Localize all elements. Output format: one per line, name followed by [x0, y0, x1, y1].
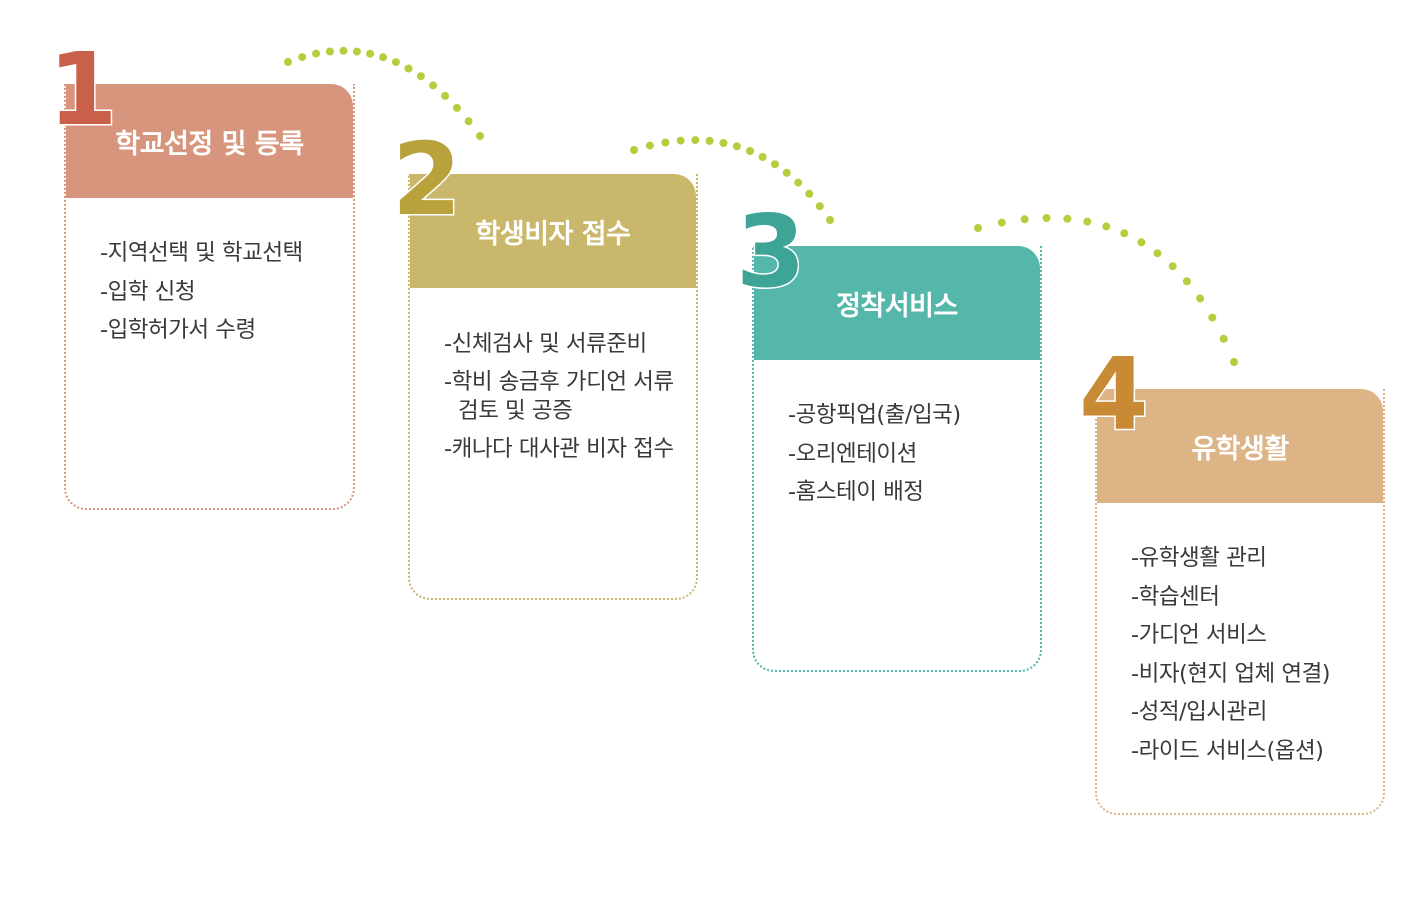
arc-3-dot [1120, 229, 1129, 238]
arc-3-dot [1219, 334, 1228, 343]
arc-2-dot [691, 136, 700, 145]
step-2-item: -캐나다 대사관 비자 접수 [444, 435, 674, 462]
step-2-title: 학생비자 접수 [475, 218, 631, 250]
arc-2-dot [705, 136, 714, 145]
arc-2-dot [732, 142, 741, 151]
arc-3-dot [1020, 215, 1029, 224]
step-3-number: 3 [735, 193, 808, 310]
arc-3-dot [1208, 313, 1217, 322]
arc-1-dot [339, 46, 348, 55]
arc-1-dot [379, 53, 388, 62]
arc-2-dot [746, 147, 754, 155]
arc-2-dot [758, 153, 767, 161]
arc-2-dot [630, 146, 638, 154]
step-4-item: -비자(현지 업체 연결) [1131, 660, 1331, 687]
arc-2-dot [826, 216, 834, 224]
arc-3-dot [1042, 214, 1051, 222]
step-2-number: 2 [391, 121, 464, 238]
arc-3-dot [1196, 294, 1205, 303]
arc-1-dot [284, 58, 292, 66]
arc-3-dot [974, 224, 982, 232]
step-1-items: -지역선택 및 학교선택 -입학 신청 -입학허가서 수령 [100, 234, 345, 350]
arc-2-dot [661, 138, 670, 147]
arc-2-dot [719, 139, 728, 147]
step-4-items: -유학생활 관리 -학습센터 -가디언 서비스 -비자(현지 업체 연결) -성… [1131, 539, 1375, 770]
arc-1-dot [312, 49, 321, 58]
arc-1-dot [441, 91, 450, 100]
arc-1-dot [366, 49, 375, 58]
step-2-header: 학생비자 접수 [410, 174, 696, 288]
step-4-number: 4 [1078, 336, 1151, 453]
arc-1-dot [429, 81, 438, 90]
step-2-items: -신체검사 및 서류준비 -학비 송금후 가디언 서류 검토 및 공증 -캐나다… [444, 325, 684, 468]
arc-1-dot [416, 72, 425, 81]
step-4-item: -유학생활 관리 [1131, 545, 1267, 571]
arc-1-dot [391, 58, 400, 67]
arc-1-dot [464, 117, 473, 126]
step-3-items: -공항픽업(출/입국) -오리엔테이션 -홈스테이 배정 [788, 396, 1032, 512]
arc-2-dot [782, 168, 791, 177]
step-3-card: 정착서비스 -공항픽업(출/입국) -오리엔테이션 -홈스테이 배정 [752, 246, 1042, 672]
arc-2-dot [815, 202, 824, 211]
arc-1-dot [452, 103, 461, 112]
arc-3-dot [1137, 238, 1146, 247]
arc-2-dot [645, 141, 654, 150]
step-3-item: -오리엔테이션 [788, 440, 917, 467]
step-3-header: 정착서비스 [754, 246, 1040, 360]
arc-3-dot [1063, 214, 1072, 223]
step-1-number: 1 [47, 31, 120, 148]
arc-3-dot [1153, 249, 1162, 258]
arc-3-dot [997, 218, 1006, 227]
arc-1-dot [404, 64, 413, 73]
arc-3-dot [1182, 277, 1191, 286]
step-4-header: 유학생활 [1097, 389, 1383, 503]
step-1-item: -입학허가서 수령 [100, 317, 256, 343]
step-4-item: -학습센터 [1131, 583, 1220, 610]
step-3-item: -공항픽업(출/입국) [788, 402, 961, 428]
arc-1-dot [325, 47, 334, 56]
arc-1-dot [476, 132, 484, 140]
step-4-item: -가디언 서비스 [1131, 622, 1267, 648]
step-4-title: 유학생활 [1191, 433, 1289, 465]
step-1-title: 학교선정 및 등록 [115, 128, 304, 160]
step-2-item: -신체검사 및 서류준비 [444, 331, 647, 357]
step-4-item: -라이드 서비스(옵션) [1131, 737, 1324, 764]
step-3-item: -홈스테이 배정 [788, 479, 924, 505]
step-3-title: 정착서비스 [836, 290, 958, 322]
step-2-item: -학비 송금후 가디언 서류 검토 및 공증 [444, 368, 674, 424]
step-1-header: 학교선정 및 등록 [66, 84, 353, 198]
step-1-item: -지역선택 및 학교선택 [100, 240, 303, 266]
arc-1-dot [298, 53, 307, 62]
arc-3-dot [1168, 262, 1177, 271]
arc-2-dot [805, 189, 814, 198]
arc-3-dot [1102, 222, 1111, 231]
arc-3-dot [1230, 358, 1238, 366]
arc-1-dot [352, 47, 361, 56]
step-1-card: 학교선정 및 등록 -지역선택 및 학교선택 -입학 신청 -입학허가서 수령 [64, 84, 355, 510]
arc-3-dot [1083, 217, 1092, 226]
step-2-card: 학생비자 접수 -신체검사 및 서류준비 -학비 송금후 가디언 서류 검토 및… [408, 174, 698, 600]
step-4-card: 유학생활 -유학생활 관리 -학습센터 -가디언 서비스 -비자(현지 업체 연… [1095, 389, 1385, 815]
arc-2-dot [676, 136, 685, 145]
step-4-item: -성적/입시관리 [1131, 699, 1267, 725]
arc-2-dot [794, 178, 803, 187]
arc-2-dot [770, 160, 779, 169]
step-1-item: -입학 신청 [100, 278, 196, 305]
